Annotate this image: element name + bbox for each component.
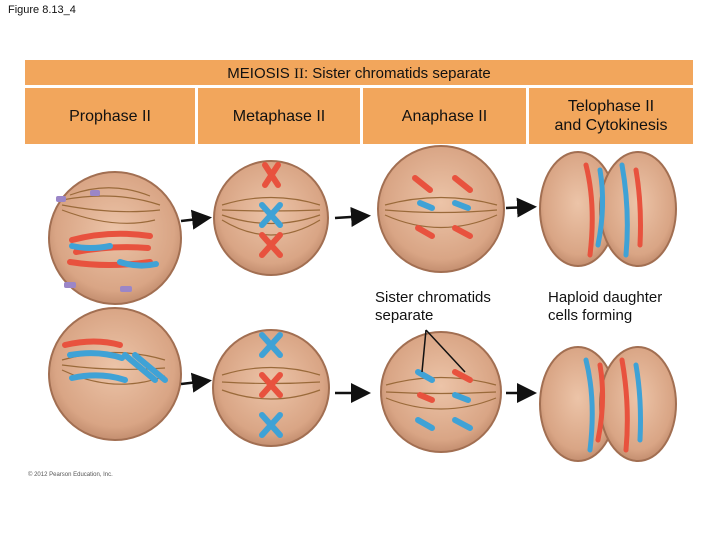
- metaphase-cell-top: [213, 160, 329, 276]
- chromosomes: [583, 357, 643, 453]
- spindle-fibers: [61, 187, 161, 224]
- phase-metaphase-ii: Metaphase II: [195, 88, 360, 144]
- chromosomes: [62, 338, 168, 383]
- chromosomes: [259, 332, 283, 438]
- centrioles: [56, 190, 132, 292]
- phase-telophase-ii: Telophase II and Cytokinesis: [526, 88, 693, 144]
- copyright-notice: © 2012 Pearson Education, Inc.: [28, 472, 113, 478]
- arrow-icon: [180, 209, 212, 230]
- caption-haploid-daughter: Haploid daughter cells forming: [548, 289, 663, 324]
- banner-numeral: II: [293, 66, 304, 82]
- arrow-icon: [334, 206, 371, 227]
- spindle-fibers: [385, 376, 497, 410]
- chromosomes: [415, 369, 473, 431]
- telophase-cells-top: [539, 151, 677, 267]
- metaphase-cell-bottom: [212, 329, 330, 447]
- anaphase-cell-top: [377, 145, 505, 273]
- stage-arrows: [180, 197, 537, 403]
- prophase-cell-bottom: [48, 307, 182, 441]
- chromosomes: [67, 230, 159, 269]
- prophase-cell-top: [48, 171, 182, 305]
- banner-lead: MEIOSIS: [227, 65, 290, 82]
- banner-rest: : Sister chromatids separate: [303, 65, 491, 82]
- caption-pointers: [421, 329, 466, 373]
- phase-anaphase-ii: Anaphase II: [360, 88, 526, 144]
- caption-sister-chromatids: Sister chromatids separate: [375, 289, 491, 324]
- anaphase-cell-bottom: [380, 331, 502, 453]
- phase-header-row: Prophase II Metaphase II Anaphase II Tel…: [25, 88, 693, 144]
- chromosomes: [412, 175, 473, 239]
- chromosomes: [259, 162, 283, 258]
- arrow-icon: [505, 197, 537, 218]
- phase-prophase-ii: Prophase II: [69, 107, 151, 125]
- spindle-fibers: [384, 196, 498, 228]
- telophase-cells-bottom: [539, 346, 677, 462]
- meiosis-banner: MEIOSIS II: Sister chromatids separate: [25, 60, 693, 85]
- arrow-icon: [180, 372, 212, 393]
- chromosomes: [583, 162, 643, 258]
- figure-label: Figure 8.13_4: [8, 4, 76, 16]
